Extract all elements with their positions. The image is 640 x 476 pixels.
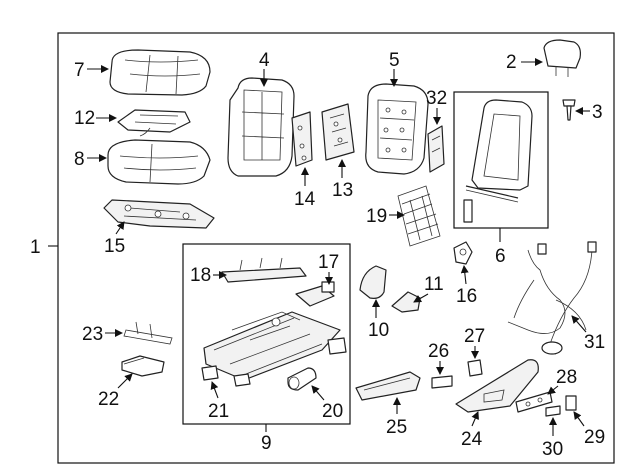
part-31-harness xyxy=(507,241,597,355)
part-27-knob xyxy=(467,359,483,377)
outer-frame xyxy=(57,32,615,464)
part-5-seatback-pad xyxy=(365,83,429,175)
leader-11 xyxy=(413,293,429,303)
leader-24 xyxy=(471,411,479,427)
callout-5: 5 xyxy=(389,50,400,71)
leader-28 xyxy=(547,385,559,395)
callout-12: 12 xyxy=(74,108,95,129)
part-3-guide xyxy=(562,99,576,121)
callout-20: 20 xyxy=(322,401,343,422)
leader-15 xyxy=(115,221,125,235)
callout-11: 11 xyxy=(424,274,444,295)
callout-19: 19 xyxy=(366,206,387,227)
callout-10: 10 xyxy=(368,320,389,341)
callout-25: 25 xyxy=(386,417,407,438)
part-17-motor xyxy=(295,281,335,307)
callout-29: 29 xyxy=(584,427,605,448)
callout-31: 31 xyxy=(584,332,605,353)
part-16-bracket xyxy=(453,241,473,265)
callout-14: 14 xyxy=(294,189,316,210)
part-13-lumbar-panel xyxy=(321,103,355,161)
part-32-bolster xyxy=(427,125,445,173)
part-2-headrest xyxy=(543,39,581,77)
part-7-cushion-cover xyxy=(109,49,211,96)
part-8-cushion-pad xyxy=(107,139,211,185)
frame-6 xyxy=(453,91,549,229)
part-22-module xyxy=(121,355,165,377)
callout-30: 30 xyxy=(542,439,563,460)
callout-23: 23 xyxy=(82,324,103,345)
part-26-switch xyxy=(431,375,453,389)
part-20-motor xyxy=(287,367,317,391)
part-15-seat-pan xyxy=(103,199,215,229)
callout-18: 18 xyxy=(190,265,211,286)
callout-27: 27 xyxy=(464,326,485,347)
callout-15: 15 xyxy=(104,236,125,257)
part-18-track xyxy=(221,257,307,283)
callout-6: 6 xyxy=(495,246,506,267)
callout-21: 21 xyxy=(208,401,229,422)
part-12-heater-pad xyxy=(117,109,191,137)
callout-2: 2 xyxy=(506,52,517,73)
part-11-trim xyxy=(391,291,421,313)
part-28-bezel xyxy=(515,391,553,413)
part-6-back-frame xyxy=(463,99,533,223)
callout-1: 1 xyxy=(30,237,41,258)
leader-16 xyxy=(460,265,469,285)
part-24-outer-shield xyxy=(455,359,539,413)
callout-22: 22 xyxy=(98,389,119,410)
part-10-trim xyxy=(359,265,387,299)
part-21-clips xyxy=(201,365,251,387)
part-29-switch xyxy=(565,395,577,411)
leader-21 xyxy=(210,381,219,399)
part-30-switch xyxy=(545,405,561,417)
callout-26: 26 xyxy=(428,341,449,362)
leader-22 xyxy=(117,373,133,389)
leader-20 xyxy=(311,385,325,401)
callout-3: 3 xyxy=(592,102,603,123)
callout-28: 28 xyxy=(556,367,577,388)
callout-9: 9 xyxy=(261,433,272,454)
part-14-back-panel xyxy=(291,111,313,167)
callout-7: 7 xyxy=(74,60,85,81)
seat-adjuster-assembly xyxy=(203,311,347,381)
part-4-seatback-cover xyxy=(227,77,295,177)
part-25-side-shield xyxy=(355,371,421,401)
leader-29 xyxy=(573,411,585,427)
callout-24: 24 xyxy=(461,429,483,450)
callout-13: 13 xyxy=(332,180,353,201)
part-23-clip xyxy=(123,321,173,345)
leader-31 xyxy=(571,315,587,333)
part-19-spring-mat xyxy=(397,185,441,247)
callout-4: 4 xyxy=(259,50,270,71)
callout-32: 32 xyxy=(426,88,447,109)
callout-17: 17 xyxy=(318,252,339,273)
callout-16: 16 xyxy=(456,286,477,307)
callout-8: 8 xyxy=(74,149,85,170)
